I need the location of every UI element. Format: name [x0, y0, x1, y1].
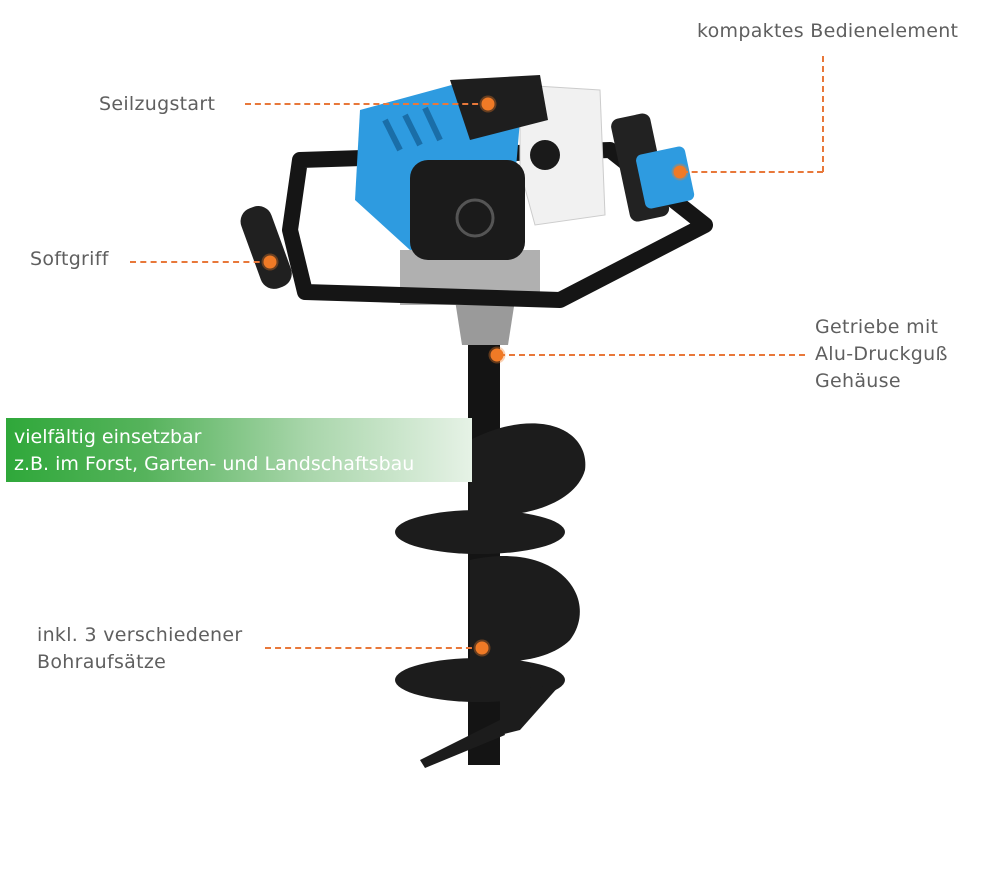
soft-grip — [240, 206, 292, 289]
callout-bits-line — [265, 647, 482, 649]
engine-vents — [382, 106, 443, 152]
callout-soft-grip-line — [130, 261, 270, 263]
starter-knob — [455, 198, 495, 238]
gearbox-housing — [455, 300, 515, 345]
handle-frame — [282, 142, 713, 308]
callout-control-dot — [673, 165, 687, 179]
callout-gearbox-label: Getriebe mit Alu-Druckguß Gehäuse — [815, 314, 948, 395]
callout-bits-label: inkl. 3 verschiedener Bohraufsätze — [37, 622, 243, 676]
callout-gearbox-line-2: Alu-Druckguß — [815, 343, 948, 365]
banner-line-2: z.B. im Forst, Garten- und Landschaftsba… — [14, 453, 415, 475]
callout-gearbox-line-3: Gehäuse — [815, 370, 901, 392]
callout-bits-line-2: Bohraufsätze — [37, 651, 167, 673]
callout-bits-dot — [475, 641, 489, 655]
callout-soft-grip-dot — [263, 255, 277, 269]
engine-top-cover — [450, 75, 548, 140]
callout-control-line — [822, 56, 824, 172]
usage-banner: vielfältig einsetzbar z.B. im Forst, Gar… — [6, 418, 472, 482]
fuel-cap — [530, 140, 560, 170]
auger-shaft — [468, 345, 500, 765]
callout-gearbox-dot — [490, 348, 504, 362]
callout-control-label: kompaktes Bedienelement — [697, 20, 959, 42]
callout-gearbox-line-1: Getriebe mit — [815, 316, 939, 338]
recoil-starter — [410, 160, 525, 260]
callout-pull-start-label: Seilzugstart — [99, 93, 216, 115]
banner-line-1: vielfältig einsetzbar — [14, 426, 202, 448]
callout-gearbox-line — [499, 354, 805, 356]
callout-pull-start-line — [245, 103, 488, 105]
callout-soft-grip-label: Softgriff — [30, 248, 109, 270]
callout-pull-start-dot — [481, 97, 495, 111]
control-handle-panel — [636, 146, 695, 209]
callout-control-line — [682, 171, 823, 173]
callout-bits-line-1: inkl. 3 verschiedener — [37, 624, 243, 646]
auger-flights — [395, 423, 586, 768]
